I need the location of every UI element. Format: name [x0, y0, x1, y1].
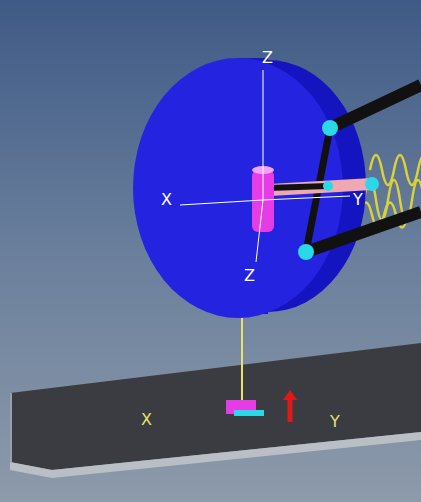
axis-label: Y [330, 414, 340, 430]
axis-label: X [141, 412, 152, 428]
axis-label: Z [244, 268, 255, 284]
axis-triad [180, 70, 350, 262]
wheel [133, 58, 366, 318]
contact-patch [226, 390, 297, 422]
control-arms [268, 85, 421, 260]
axis-label: Z [262, 50, 273, 66]
axis-label: Y [353, 192, 363, 208]
contact-line [241, 318, 243, 400]
road-edge [10, 432, 421, 478]
road-plane [10, 343, 421, 470]
axis-label: X [161, 192, 172, 208]
